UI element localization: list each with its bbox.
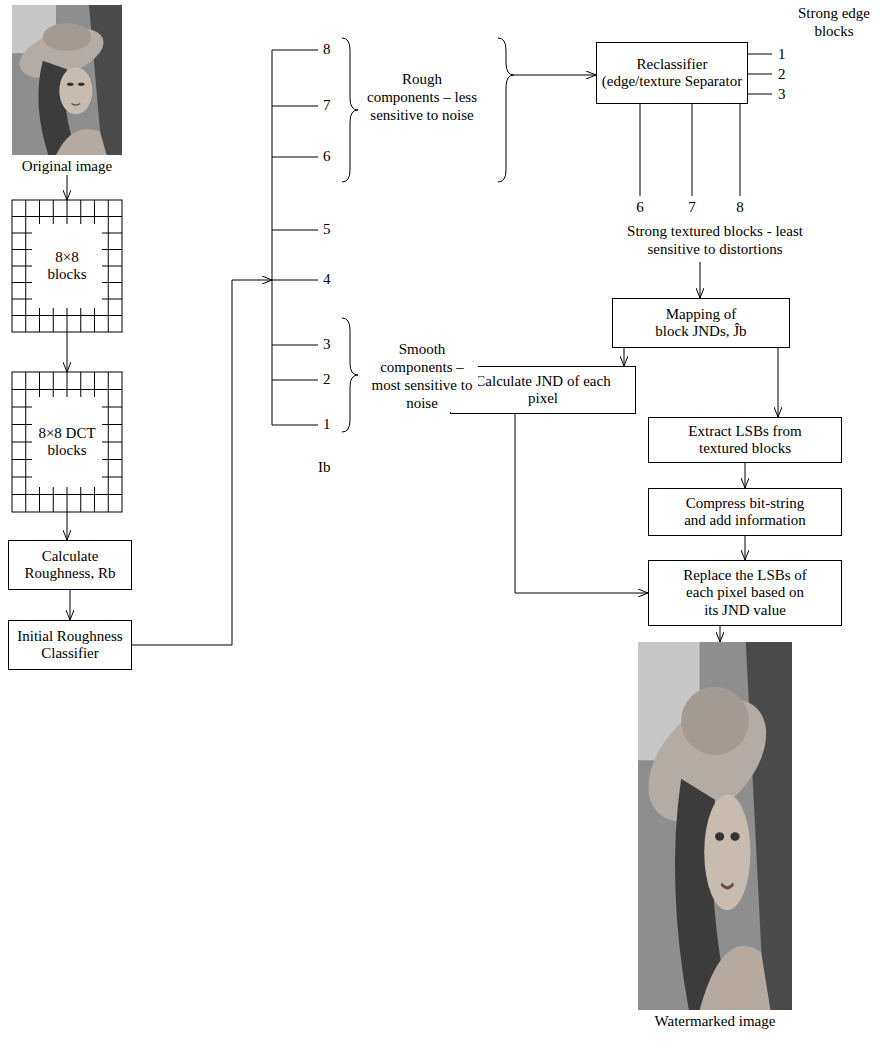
- flow-arrow: [778, 348, 779, 417]
- process-box: Compress bit-string and add information: [648, 488, 842, 536]
- brace: [342, 38, 358, 182]
- flow-arrow: [70, 590, 71, 620]
- box-text: Replace the LSBs of each pixel based on …: [681, 567, 809, 619]
- box-text: Calculate Roughness, Rb: [15, 548, 125, 583]
- class-number: 5: [323, 220, 335, 238]
- grid-label-area: 8×8 blocks: [34, 226, 100, 306]
- process-box: Reclassifier (edge/texture Separator: [596, 42, 748, 104]
- dct-grid: [12, 372, 122, 512]
- class-number: 3: [778, 85, 790, 103]
- class-number: 1: [778, 45, 790, 63]
- box-text: Compress bit-string and add information: [679, 495, 811, 530]
- output-label: Strong textured blocks - least sensitive…: [605, 222, 825, 258]
- brace: [498, 38, 514, 182]
- original-photo: [12, 5, 122, 155]
- class-number: 6: [323, 147, 335, 165]
- box-text: Initial Roughness Classifier: [13, 628, 127, 663]
- process-box: Replace the LSBs of each pixel based on …: [648, 560, 842, 626]
- box-text: Extract LSBs from textured blocks: [681, 423, 809, 458]
- image-caption: Watermarked image: [638, 1012, 792, 1030]
- class-number: 2: [778, 65, 790, 83]
- watermarked-photo: [638, 642, 792, 1010]
- image-figure: Watermarked image: [638, 642, 792, 1030]
- process-box: Extract LSBs from textured blocks: [648, 417, 842, 463]
- class-number: 4: [323, 270, 335, 288]
- class-number: 8: [734, 198, 746, 216]
- class-number: 1: [323, 415, 335, 433]
- dct-grid: 8×8 DCT blocks: [12, 372, 122, 512]
- image-figure: Original image: [12, 5, 122, 175]
- flow-arrow: [745, 536, 746, 560]
- process-box: Mapping of block JNDs, Ĵb: [612, 298, 790, 348]
- group-note: Smooth components – most sensitive to no…: [366, 340, 478, 412]
- flow-arrow: [67, 175, 68, 200]
- box-text: Mapping of block JNDs, Ĵb: [649, 306, 753, 341]
- flow-arrow: [624, 348, 625, 366]
- grid-label-area: 8×8 DCT blocks: [34, 399, 100, 485]
- box-text: 8×8 DCT blocks: [34, 425, 100, 460]
- brace: [342, 318, 358, 432]
- output-label: Strong edge blocks: [792, 4, 876, 40]
- image-caption: Original image: [12, 157, 122, 175]
- class-number: 2: [323, 370, 335, 388]
- brace-arrow: [514, 75, 596, 76]
- class-number: 7: [686, 198, 698, 216]
- flow-arrow: [67, 512, 68, 540]
- block-grid: 8×8 blocks: [12, 200, 122, 332]
- class-number: 8: [323, 40, 335, 58]
- process-box: Calculate Roughness, Rb: [8, 540, 132, 590]
- flow-arrow: [720, 626, 721, 642]
- dct-grid-lines: [12, 372, 122, 512]
- block-grid-lines: [12, 200, 122, 332]
- class-number: 6: [634, 198, 646, 216]
- class-number: 3: [323, 335, 335, 353]
- box-text: Calculate JND of each pixel: [475, 373, 611, 408]
- bus-name: Ib: [318, 458, 342, 476]
- flow-arrow: [67, 332, 68, 372]
- block-grid: [12, 200, 122, 332]
- flow-arrow: [515, 414, 648, 593]
- class-bus: [272, 50, 318, 425]
- box-text: 8×8 blocks: [34, 249, 100, 284]
- flow-arrow: [745, 463, 746, 488]
- box-text: Reclassifier (edge/texture Separator: [601, 56, 743, 91]
- process-box: Initial Roughness Classifier: [8, 620, 132, 670]
- class-number: 7: [323, 96, 335, 114]
- classifier-to-bus: [132, 280, 272, 645]
- group-note: Rough components – less sensitive to noi…: [366, 70, 478, 124]
- textured-arrow: [700, 262, 701, 298]
